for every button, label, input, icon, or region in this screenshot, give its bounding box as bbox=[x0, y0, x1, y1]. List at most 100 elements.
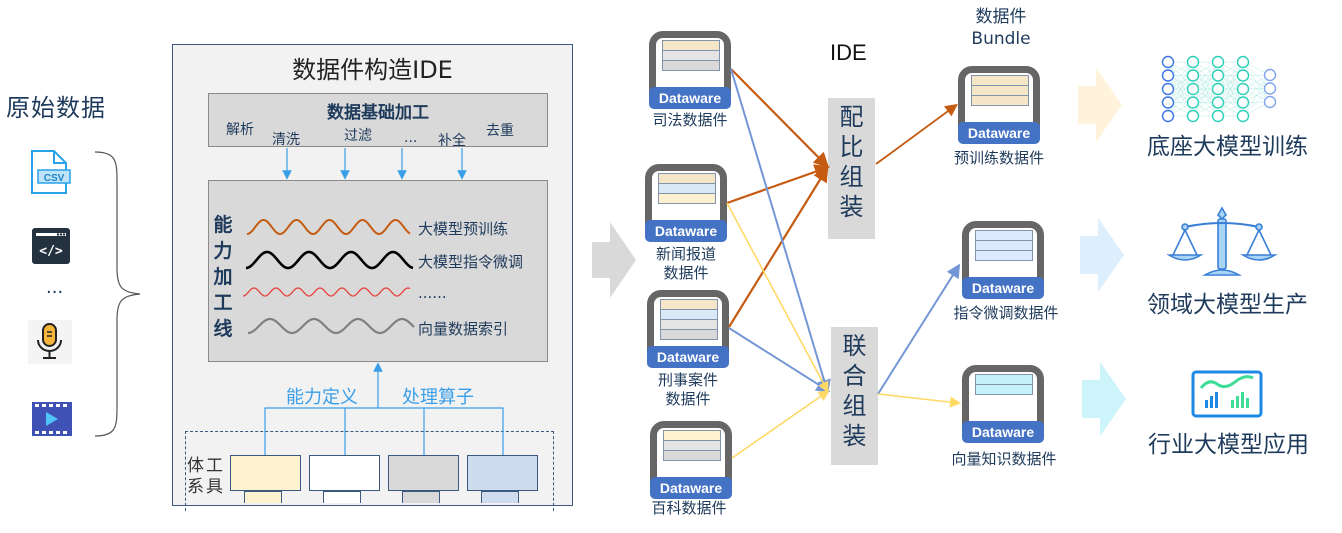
nn-node bbox=[1161, 82, 1175, 96]
dataware-badge: Dataware bbox=[649, 87, 731, 109]
dataware-badge: Dataware bbox=[958, 122, 1040, 144]
app-arrow bbox=[1078, 68, 1122, 142]
dataware-label-encyclopedia: 百科数据件 bbox=[651, 499, 727, 517]
app-arrow bbox=[1082, 362, 1126, 436]
capability-line-vertical-label: 能 力 加 工 线 bbox=[212, 212, 234, 342]
tool-stem bbox=[481, 491, 519, 503]
nn-edge bbox=[1242, 88, 1271, 117]
app-label-industry: 行业大模型应用 bbox=[1148, 432, 1309, 458]
dataware-stack bbox=[975, 374, 1033, 395]
op-filter: 过滤 bbox=[344, 128, 372, 144]
tool-stem bbox=[402, 491, 440, 503]
base-processing-title: 数据基础加工 bbox=[327, 103, 429, 123]
nn-node bbox=[1186, 55, 1200, 69]
flow-line-yellow bbox=[726, 202, 829, 393]
vlabel-char: 能 bbox=[213, 214, 233, 236]
bundle-dataware-card[interactable]: Dataware bbox=[962, 365, 1044, 449]
bundle-dataware-card[interactable]: Dataware bbox=[958, 66, 1040, 150]
dataware-stripe bbox=[971, 95, 1029, 106]
nn-node bbox=[1161, 55, 1175, 69]
code-window-icon: </> bbox=[32, 228, 70, 264]
line-label-more: ...... bbox=[418, 284, 447, 302]
dataware-stripe bbox=[975, 384, 1033, 395]
nn-node bbox=[1263, 82, 1277, 95]
flow-line-blue bbox=[877, 263, 961, 395]
neural-network-icon bbox=[1161, 55, 1277, 123]
dataware-badge: Dataware bbox=[962, 277, 1044, 299]
dataware-card[interactable]: Dataware bbox=[647, 290, 729, 374]
dataware-label-news: 新闻报道数据件 bbox=[655, 245, 716, 282]
nn-node bbox=[1211, 82, 1225, 96]
microphone-icon bbox=[28, 320, 72, 364]
dashboard-chart-icon bbox=[1191, 370, 1263, 418]
nn-node bbox=[1263, 68, 1277, 82]
dataware-card[interactable]: Dataware bbox=[650, 421, 732, 505]
nn-node bbox=[1186, 96, 1200, 109]
nn-node bbox=[1236, 82, 1250, 96]
tool-box bbox=[467, 455, 538, 491]
nn-node bbox=[1211, 109, 1225, 123]
tool-stem bbox=[323, 491, 361, 503]
nn-edge bbox=[1167, 61, 1194, 103]
raw-data-title: 原始数据 bbox=[6, 94, 106, 122]
dataware-card[interactable]: Dataware bbox=[645, 164, 727, 248]
vlabel-char: 线 bbox=[213, 318, 233, 340]
base-processing-box bbox=[208, 93, 548, 147]
nn-node bbox=[1211, 69, 1225, 82]
nn-node bbox=[1161, 109, 1175, 123]
dataware-stack bbox=[971, 75, 1029, 106]
bundle-label-vector: 向量知识数据件 bbox=[951, 450, 1057, 468]
flow-line-orange bbox=[726, 164, 831, 205]
svg-text:CSV: CSV bbox=[44, 173, 65, 184]
dataware-stripe bbox=[658, 193, 716, 204]
dataware-stack bbox=[660, 299, 718, 340]
dataware-stripe bbox=[662, 60, 720, 71]
bundle-dataware-card[interactable]: Dataware bbox=[962, 221, 1044, 305]
bundle-label-pretrain: 预训练数据件 bbox=[953, 149, 1044, 167]
nn-node bbox=[1236, 69, 1250, 82]
dataware-stack bbox=[663, 430, 721, 461]
line-label-vector-index: 向量数据索引 bbox=[418, 320, 509, 338]
nn-node bbox=[1161, 96, 1175, 109]
ide-panel-title: 数据件构造IDE bbox=[292, 56, 453, 84]
dataware-badge: Dataware bbox=[645, 220, 727, 242]
ratio-assembly-block[interactable]: 配比组装 bbox=[828, 98, 875, 239]
dataware-badge: Dataware bbox=[647, 346, 729, 368]
video-icon bbox=[32, 402, 72, 436]
nn-node bbox=[1236, 96, 1250, 109]
operator-label: 处理算子 bbox=[402, 387, 474, 408]
op-clean: 清洗 bbox=[272, 132, 300, 148]
ide-assembly-title: IDE bbox=[830, 40, 867, 65]
flow-line-yellow bbox=[877, 393, 962, 408]
bundle-label-finetune: 指令微调数据件 bbox=[953, 304, 1059, 322]
op-complete: 补全 bbox=[438, 133, 466, 149]
flow-arrow-gray bbox=[592, 222, 636, 298]
tool-box bbox=[230, 455, 301, 491]
dataware-stripe bbox=[663, 450, 721, 461]
ellipsis-icon: ··· bbox=[46, 282, 64, 303]
tool-system-label: 体工 系具 bbox=[187, 456, 225, 497]
tool-box bbox=[309, 455, 380, 491]
dataware-stack bbox=[658, 173, 716, 204]
dataware-card[interactable]: Dataware bbox=[649, 31, 731, 115]
nn-edge bbox=[1242, 74, 1271, 117]
dataware-stripe bbox=[660, 329, 718, 340]
line-label-pretrain: 大模型预训练 bbox=[418, 220, 509, 238]
dataware-badge: Dataware bbox=[650, 477, 732, 499]
nn-node bbox=[1211, 96, 1225, 109]
nn-node bbox=[1186, 109, 1200, 123]
nn-node bbox=[1263, 95, 1277, 109]
capability-definition-label: 能力定义 bbox=[286, 387, 358, 408]
joint-assembly-block[interactable]: 联合组装 bbox=[831, 327, 878, 465]
app-arrow bbox=[1080, 218, 1124, 292]
nn-node bbox=[1236, 55, 1250, 69]
nn-edge bbox=[1192, 61, 1219, 103]
line-label-finetune: 大模型指令微调 bbox=[418, 253, 524, 271]
nn-node bbox=[1236, 109, 1250, 123]
op-parse: 解析 bbox=[226, 122, 254, 138]
dataware-stripe bbox=[975, 250, 1033, 261]
nn-node bbox=[1211, 55, 1225, 69]
app-label-domain: 领域大模型生产 bbox=[1147, 292, 1308, 318]
nn-edge bbox=[1192, 75, 1219, 117]
